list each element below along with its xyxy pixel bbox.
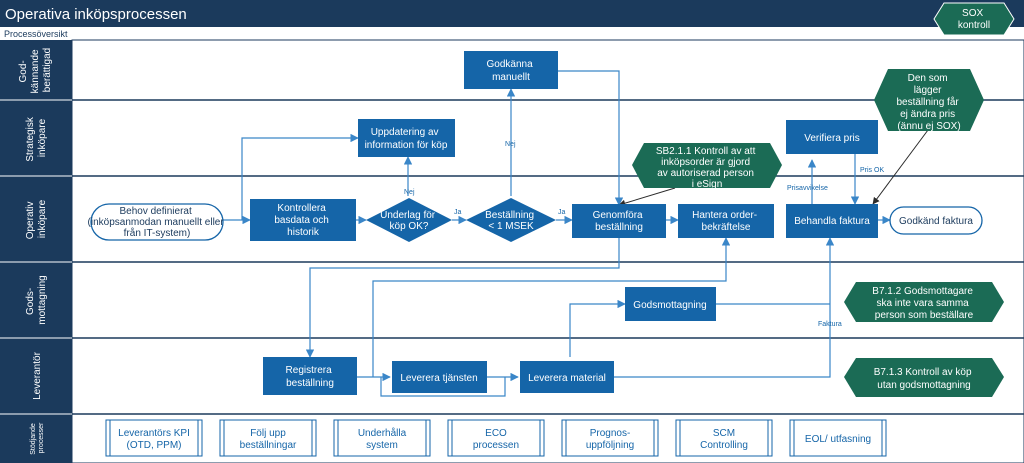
support-process-label-line: system [366,440,398,451]
control-b712-label: B7.1.2 Godsmottagare ska inte vara samma… [872,286,975,321]
hantera-orderbekraftelse-label: Hantera order- bekräftelse [692,210,760,233]
start-node[interactable] [90,203,224,241]
support-process-box[interactable] [219,419,317,457]
support-process-label-line: Controlling [700,440,748,451]
sox-legend-badge [933,2,1015,36]
uppdatering-information-label: Uppdatering av information för köp [365,127,448,151]
bestallning-decision-label: Beställning < 1 MSEK [485,210,537,232]
edge-label-nej-1: Nej [404,189,415,196]
support-process-label-line: SCM [713,428,735,439]
leverera-material-label: Leverera material [528,373,606,384]
lane-label-stodjande-processer: Stödjande processer [30,421,45,454]
edge-label-faktura: Faktura [818,321,842,328]
bestallning-decision[interactable] [466,198,556,242]
support-process-box[interactable] [105,419,203,457]
support-process-label-line: EOL/ utfasning [805,434,871,445]
verifiera-pris-label: Verifiera pris [804,133,860,144]
lane-label-operativ-inkopare: Operativ inköpare [25,199,48,240]
genomfora-bestallning-label: Genomföra beställning [593,210,646,233]
registrera-bestallning-box[interactable] [263,357,357,395]
support-process-box[interactable] [447,419,545,457]
godkand-faktura-label: Godkänd faktura [899,216,973,227]
control-b712-badge [844,282,1004,322]
support-process-label-line: Underhålla [358,427,407,439]
control-pris-badge [874,69,984,131]
genomfora-bestallning-box[interactable] [572,204,666,238]
subheader-bar [0,27,1024,40]
support-process-label-line: ECO [485,428,507,439]
leverera-tjansten-box[interactable] [392,361,487,393]
leverera-tjansten-label: Leverera tjänsten [400,373,477,384]
support-process-box[interactable] [333,419,431,457]
support-process-label-line: beställningar [240,440,297,451]
support-process-label-line: processen [473,440,519,451]
verifiera-pris-box[interactable] [786,120,878,154]
control-connectors [618,129,929,207]
page-subtitle: Processöversikt [4,29,68,39]
support-process-label: Prognos-uppföljning [586,428,634,451]
godkand-faktura-node[interactable] [889,206,983,235]
edge-label-ja-1: Ja [454,209,462,216]
control-pris-label: Den som lägger beställning får ej ändra … [896,73,961,132]
edge-label-nej-2: Nej [505,141,516,148]
hantera-orderbekraftelse-box[interactable] [678,204,774,238]
start-node-label: Behov definierat (inköpsanmodan manuellt… [88,206,227,239]
registrera-bestallning-label: Registrera beställning [286,365,335,389]
support-process-box[interactable] [789,419,887,457]
control-sb211-label: SB2.1.1 Kontroll av att inköpsorder är g… [656,146,758,190]
sox-legend-label: SOX kontroll [958,8,990,31]
control-b713-badge [844,358,1004,397]
header-bar [0,0,1024,27]
lane-label-leverantor: Leverantör [32,351,43,399]
godsmottagning-label: Godsmottagning [633,300,706,311]
support-process-label-line: Leverantörs KPI [118,428,190,439]
support-process-label-line: (OTD, PPM) [127,440,182,451]
control-b713-label: B7.1.3 Kontroll av köp utan godsmottagni… [874,367,975,391]
page-title: Operativa inköpsprocessen [5,6,187,23]
support-process-box[interactable] [675,419,773,457]
support-process-label: EOL/ utfasning [805,434,871,445]
support-process-label-line: Följ upp [250,428,286,439]
lane-label-godkannande: God- kännande berättigad [18,47,53,94]
kontrollera-basdata-box[interactable] [250,199,356,241]
support-process-box[interactable] [561,419,659,457]
lane-label-godsmottagning: Gods- mottagning [25,275,48,324]
control-sb211-badge [632,143,782,188]
edge-label-pris-ok: Pris OK [860,167,884,174]
uppdatering-information-box[interactable] [358,119,455,157]
lane-label-strategisk-inkopare: Strategisk inköpare [25,114,48,161]
swimlanes [0,39,1024,463]
godkanna-manuellt-label: Godkänna manuellt [487,59,536,83]
support-process-label: Leverantörs KPI(OTD, PPM) [118,428,190,451]
support-process-label-line: uppföljning [586,440,634,451]
underlag-decision-label: Underlag för köp OK? [380,210,438,232]
godkanna-manuellt-box[interactable] [464,51,558,89]
edge-label-prisavvikelse: Prisavvikelse [787,185,828,192]
support-process-label-line: Prognos- [590,428,631,439]
behandla-faktura-label: Behandla faktura [794,216,870,227]
underlag-decision[interactable] [366,198,452,242]
behandla-faktura-box[interactable] [786,204,878,238]
leverera-material-box[interactable] [520,361,614,393]
godsmottagning-box[interactable] [625,287,716,321]
edge-label-ja-2: Ja [558,209,566,216]
connectors [223,70,891,397]
kontrollera-basdata-label: Kontrollera basdata och historik [274,203,331,238]
